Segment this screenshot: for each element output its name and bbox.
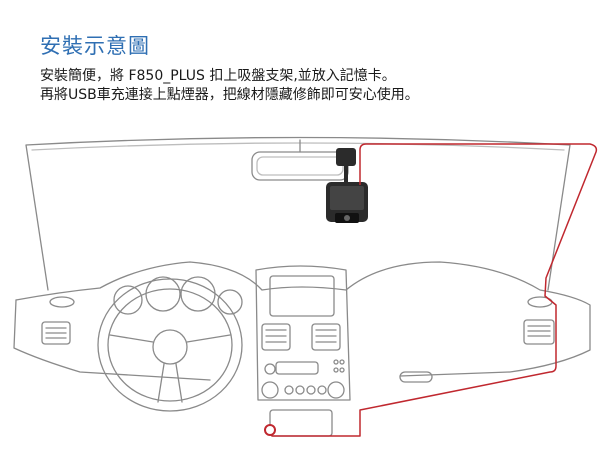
rearview-mirror bbox=[251, 139, 349, 181]
page-title: 安裝示意圖 bbox=[40, 34, 150, 58]
power-cable bbox=[269, 143, 598, 437]
instruction-line-1: 安裝簡便，將 F850_PLUS 扣上吸盤支架,並放入記憶卡。 bbox=[40, 68, 396, 84]
dashboard-outline bbox=[15, 261, 591, 377]
cigarette-lighter bbox=[264, 424, 276, 436]
glovebox-handle bbox=[399, 371, 433, 383]
left-speaker bbox=[49, 296, 75, 308]
steering-wheel bbox=[97, 278, 243, 412]
right-air-vent bbox=[523, 319, 555, 345]
left-air-vent bbox=[41, 321, 71, 345]
center-console bbox=[255, 265, 351, 437]
instrument-cluster bbox=[113, 276, 243, 315]
instruction-line-2: 再將USB車充連接上點煙器，把線材隱藏修飾即可安心使用。 bbox=[40, 87, 419, 103]
instructions-text: 安裝簡便，將 F850_PLUS 扣上吸盤支架,並放入記憶卡。 再將USB車充連… bbox=[40, 67, 419, 105]
center-screen bbox=[269, 275, 335, 317]
dashcam-device bbox=[326, 148, 368, 223]
windshield-outline bbox=[25, 136, 571, 291]
